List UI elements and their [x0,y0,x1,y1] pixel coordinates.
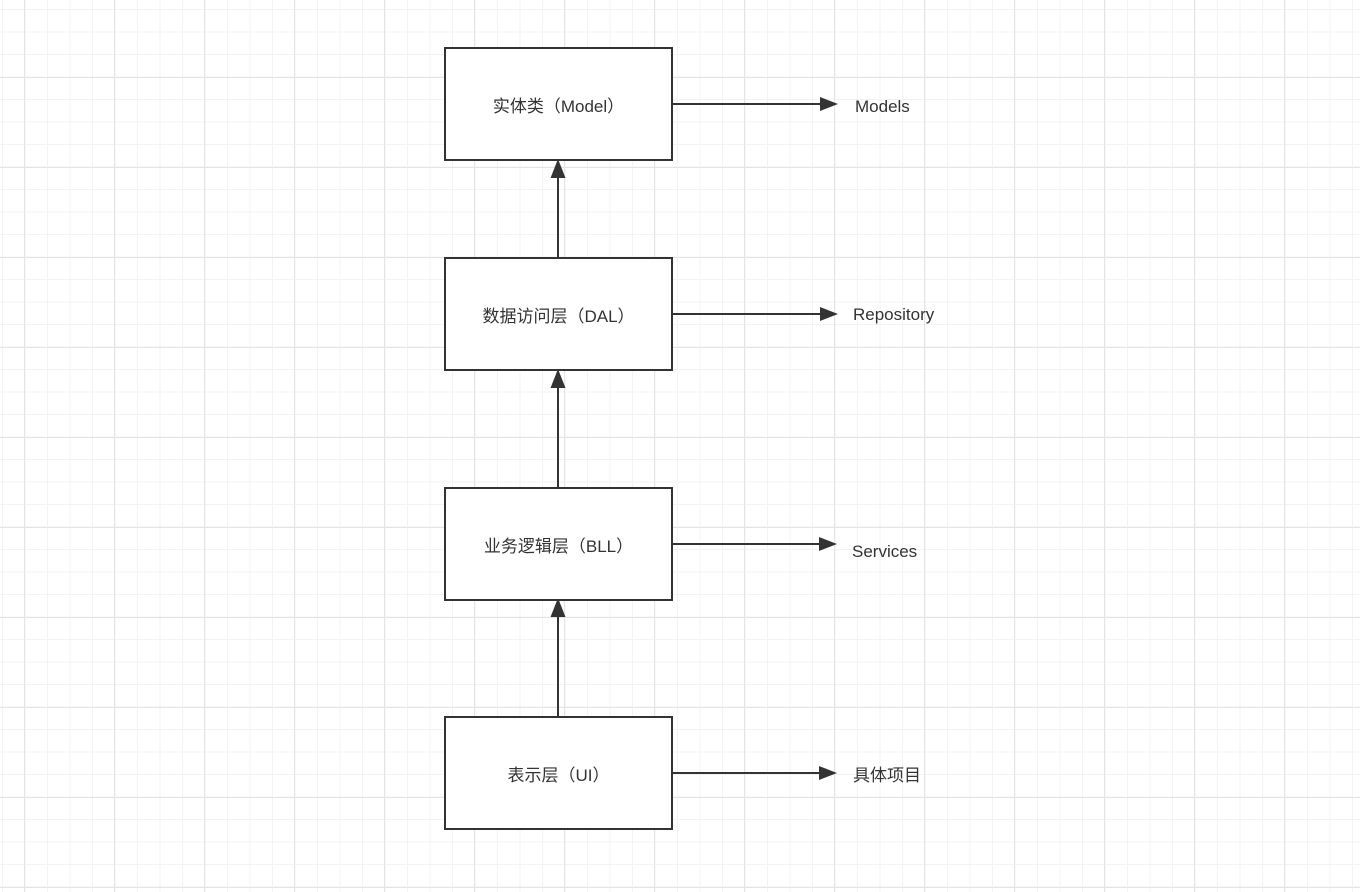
label-repository-text: Repository [853,305,935,324]
box-presentation-layer[interactable]: 表示层（UI） [444,716,673,830]
arrow-bll-to-dal[interactable] [550,369,566,487]
label-models[interactable]: Models [855,95,910,119]
arrow-ui-to-bll[interactable] [550,598,566,716]
box-presentation-layer-label: 表示层（UI） [507,765,610,785]
label-repository[interactable]: Repository [853,303,934,327]
label-concrete-project[interactable]: 具体项目 [853,761,921,785]
arrow-dal-to-model[interactable] [550,159,566,257]
arrow-dal-to-repository[interactable] [673,307,838,321]
arrow-bll-to-services[interactable] [673,537,837,551]
box-data-access-layer-label: 数据访问层（DAL） [482,306,635,326]
label-services[interactable]: Services [852,540,917,564]
label-models-text: Models [855,97,910,116]
box-model-layer-label: 实体类（Model） [492,96,625,116]
arrow-ui-to-project[interactable] [673,766,837,780]
box-business-logic-layer-label: 业务逻辑层（BLL） [483,536,634,556]
box-model-layer[interactable]: 实体类（Model） [444,47,673,161]
label-concrete-project-text: 具体项目 [853,765,921,785]
arrow-model-to-models[interactable] [673,97,838,111]
box-data-access-layer[interactable]: 数据访问层（DAL） [444,257,673,371]
label-services-text: Services [852,542,918,561]
box-business-logic-layer[interactable]: 业务逻辑层（BLL） [444,487,673,601]
